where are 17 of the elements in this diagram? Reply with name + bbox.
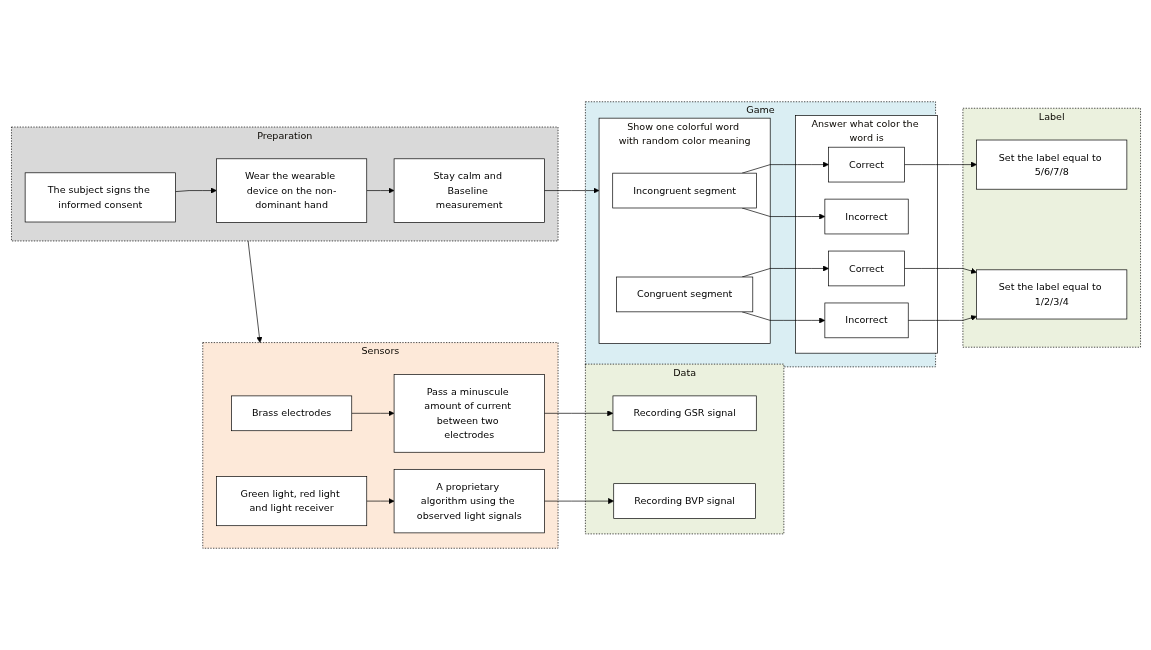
node-box: Set the label equal to 5/6/7/8 [975,139,1127,190]
node-box: The subject signs the informed consent [24,172,176,223]
node-box: Incorrect [824,302,909,339]
node-box: Incorrect [824,198,909,235]
node-box: Brass electrodes [230,395,352,432]
node-box: Stay calm and Baseline measurement [393,158,545,223]
node-box: A proprietary algorithm using the observed light signals [393,469,545,534]
node-box: Recording BVP signal [612,483,756,519]
node-box: Correct [827,146,905,183]
node-box: Recording GSR signal [612,395,757,432]
node-box: Pass a minuscule amount of current between two electrodes [393,374,545,453]
node-box: Wear the wearable device on the non-dominant hand [215,158,367,223]
node-box: Correct [827,250,905,287]
node-box: Congruent segment [615,276,753,313]
node-box: Green light, red light and light receiver [215,476,367,527]
node-box: Set the label equal to 1/2/3/4 [975,269,1127,320]
node-box: Incongruent segment [611,172,757,209]
